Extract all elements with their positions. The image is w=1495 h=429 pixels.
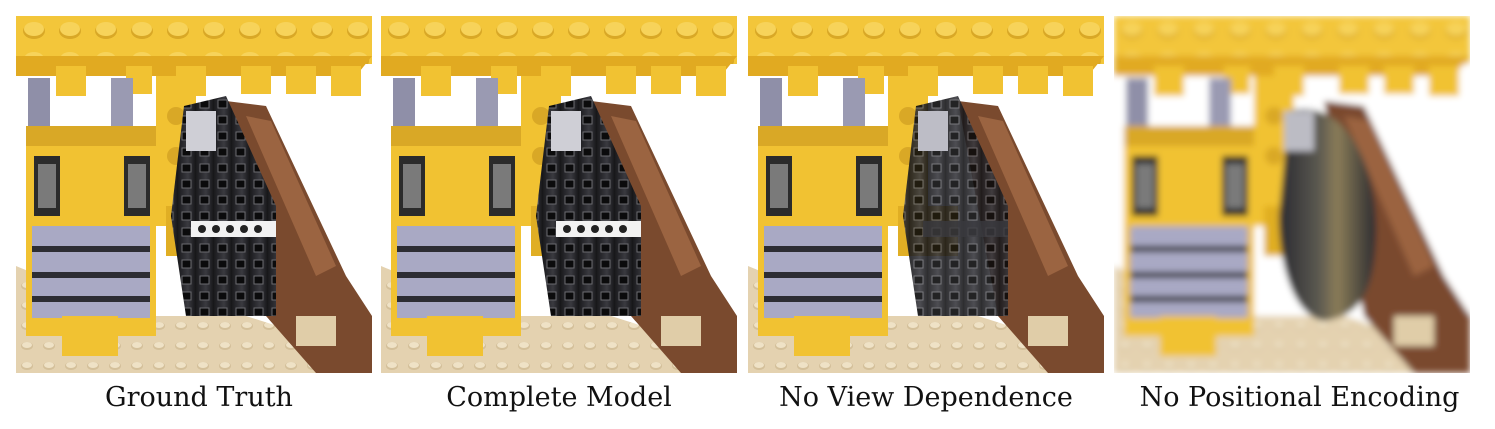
panel-no-view-dependence bbox=[748, 16, 1104, 373]
panel-ground-truth bbox=[16, 16, 372, 373]
panel-no-positional-encoding bbox=[1114, 16, 1470, 373]
caption-no-positional-encoding: No Positional Encoding bbox=[1139, 382, 1460, 413]
lego-render-image bbox=[1114, 16, 1470, 373]
caption-ground-truth: Ground Truth bbox=[105, 382, 293, 413]
lego-render-image bbox=[16, 16, 372, 373]
caption-complete-model: Complete Model bbox=[446, 382, 672, 413]
lego-render-image bbox=[381, 16, 737, 373]
caption-no-view-dependence: No View Dependence bbox=[779, 382, 1073, 413]
lego-render-image bbox=[748, 16, 1104, 373]
panel-complete-model bbox=[381, 16, 737, 373]
